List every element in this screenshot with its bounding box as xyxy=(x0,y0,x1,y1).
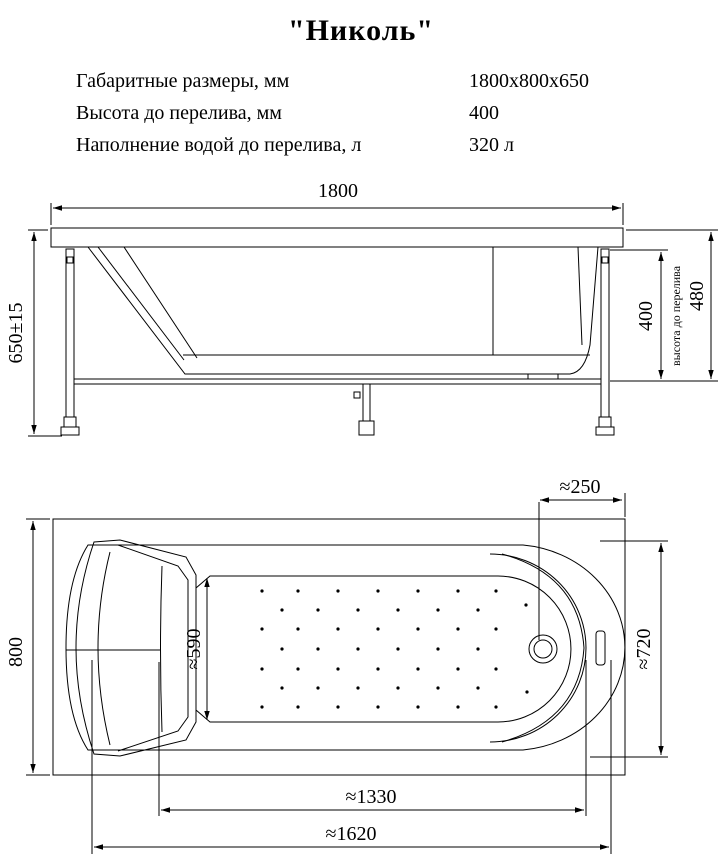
dim-label-overflow: 400 xyxy=(635,301,657,331)
side-view xyxy=(28,203,718,437)
air-jet xyxy=(396,647,400,651)
dim-label-length: 1800 xyxy=(318,180,358,202)
air-jet xyxy=(316,608,320,612)
air-jet xyxy=(260,667,264,671)
bathtub-outline xyxy=(52,518,626,776)
tub-body-outline xyxy=(87,246,599,375)
air-jet xyxy=(396,608,400,612)
air-jet xyxy=(280,647,284,651)
air-jet xyxy=(336,627,340,631)
air-jet xyxy=(260,705,264,709)
spec-row-overflow-height: Высота до перелива, мм 400 xyxy=(76,102,636,130)
spec-row-water-volume: Наполнение водой до перелива, л 320 л xyxy=(76,134,636,162)
bathtub-rim xyxy=(50,227,624,248)
air-jet xyxy=(494,705,498,709)
air-jet xyxy=(436,686,440,690)
air-jet xyxy=(296,627,300,631)
air-jet xyxy=(416,705,420,709)
air-jet xyxy=(376,705,380,709)
headrest xyxy=(75,539,197,757)
air-jet xyxy=(456,705,460,709)
air-jet xyxy=(476,608,480,612)
air-jet xyxy=(436,608,440,612)
dim-label-overflow-note: высота до перелива xyxy=(669,265,683,366)
air-jet xyxy=(356,686,360,690)
left-leg xyxy=(60,248,80,436)
air-jets xyxy=(260,589,529,709)
bowl-inner xyxy=(195,575,572,723)
spec-label: Высота до перелива, мм xyxy=(76,102,282,124)
dim-label-bottom-length: ≈1330 xyxy=(346,786,397,808)
air-jet xyxy=(396,686,400,690)
air-jet xyxy=(456,627,460,631)
air-jet xyxy=(436,647,440,651)
air-jet xyxy=(525,690,529,694)
tub-inner-slope xyxy=(97,246,185,361)
air-jet xyxy=(336,589,340,593)
drain xyxy=(533,639,553,659)
air-jet xyxy=(296,589,300,593)
spec-label: Наполнение водой до перелива, л xyxy=(76,134,362,156)
air-jet xyxy=(296,705,300,709)
overflow-outlet xyxy=(595,630,606,666)
right-leg xyxy=(595,248,615,436)
air-jet xyxy=(260,589,264,593)
air-jet xyxy=(316,686,320,690)
air-jet xyxy=(280,686,284,690)
air-jet xyxy=(260,627,264,631)
air-jet xyxy=(494,627,498,631)
spec-value: 320 л xyxy=(469,134,514,156)
spec-label: Габаритные размеры, мм xyxy=(76,70,290,92)
tub-inner-slope-2 xyxy=(123,246,198,359)
air-jet xyxy=(456,667,460,671)
air-jet xyxy=(416,667,420,671)
top-view xyxy=(26,493,668,854)
air-jet xyxy=(494,589,498,593)
page-title: "Николь" xyxy=(287,14,435,47)
air-jet xyxy=(416,627,420,631)
air-jet xyxy=(416,589,420,593)
air-jet xyxy=(376,589,380,593)
air-jet xyxy=(336,705,340,709)
dim-label-height: 650±15 xyxy=(5,303,27,364)
drain-outer-ring xyxy=(528,634,558,664)
dim-label-inner-width: ≈720 xyxy=(633,629,655,670)
air-jet xyxy=(476,686,480,690)
bowl-outer xyxy=(65,544,626,751)
dim-label-head-width: ≈590 xyxy=(183,629,205,670)
air-jet xyxy=(524,603,528,607)
air-jet xyxy=(356,647,360,651)
air-jet xyxy=(280,608,284,612)
dim-label-inner-length: ≈1620 xyxy=(326,823,377,845)
air-jet xyxy=(316,647,320,651)
middle-leg xyxy=(353,383,375,436)
air-jet xyxy=(296,667,300,671)
air-jet xyxy=(376,667,380,671)
air-jet xyxy=(376,627,380,631)
dim-label-rim-to-floor: 480 xyxy=(686,281,708,311)
air-jet xyxy=(356,608,360,612)
spec-value: 1800x800x650 xyxy=(469,70,589,92)
air-jet xyxy=(456,589,460,593)
air-jet xyxy=(336,667,340,671)
spec-value: 400 xyxy=(469,102,499,124)
spec-row-dimensions: Габаритные размеры, мм 1800x800x650 xyxy=(76,70,636,98)
dim-label-width: 800 xyxy=(5,637,27,667)
frame-crossbar xyxy=(71,378,608,385)
air-jet xyxy=(494,667,498,671)
air-jet xyxy=(476,647,480,651)
dim-label-drain-offset: ≈250 xyxy=(560,476,601,498)
